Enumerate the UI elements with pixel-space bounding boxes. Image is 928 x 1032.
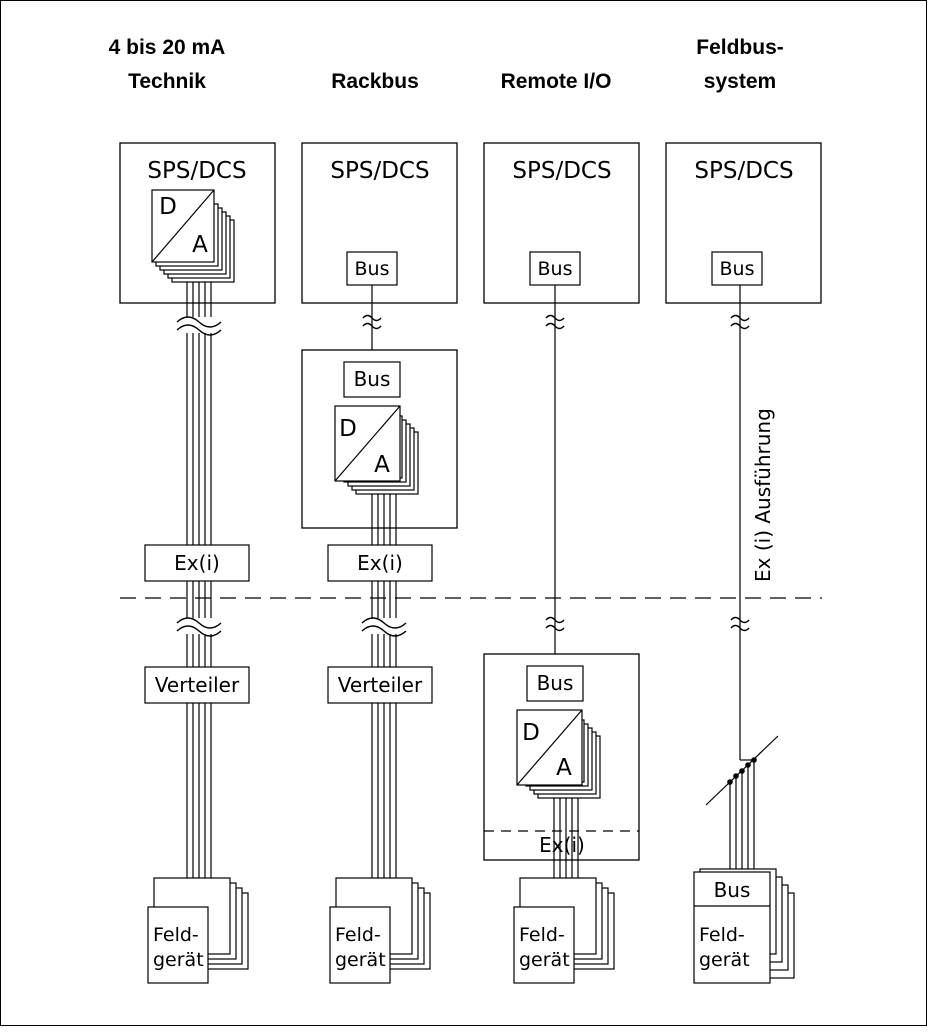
column-analog: SPS/DCS D A Ex(i) Verteiler — [119, 142, 276, 984]
converter-d-analog: D — [159, 194, 177, 220]
controller-bus-box-fieldbus — [711, 251, 763, 286]
barrier-box-analog — [144, 544, 250, 582]
converter-d-rackbus: D — [339, 416, 357, 442]
converter-stack-analog — [151, 189, 235, 283]
barrier-label-remote-io: Ex(i) — [539, 833, 585, 857]
rack-bus-box — [343, 361, 401, 398]
controller-bus-label-remote-io: Bus — [538, 258, 573, 280]
header-fieldbus-line2: system — [704, 70, 776, 93]
device-label-rackbus-line2: gerät — [335, 949, 386, 971]
device-label-analog-line2: gerät — [153, 949, 204, 971]
rack-bus-label: Bus — [354, 367, 391, 391]
device-label-fieldbus-line2: gerät — [699, 949, 750, 971]
device-bus-label-fieldbus: Bus — [714, 878, 751, 902]
converter-d-remote-io: D — [522, 720, 540, 746]
controller-bus-box-remote-io — [529, 251, 581, 286]
field-device-stack-rackbus — [329, 877, 431, 984]
distributor-label-analog: Verteiler — [155, 673, 240, 697]
header-rackbus: Rackbus — [331, 70, 419, 93]
header-fieldbus-line1: Feldbus- — [696, 36, 784, 59]
header-analog-line1: 4 bis 20 mA — [109, 36, 226, 59]
device-label-remote-io-line1: Feld- — [519, 924, 565, 946]
column-fieldbus: SPS/DCS Bus Ex (i) Ausführung — [665, 142, 822, 984]
converter-a-remote-io: A — [556, 755, 572, 781]
distributor-box-rackbus — [327, 666, 433, 704]
device-label-rackbus-line1: Feld- — [335, 924, 381, 946]
field-device-stack-remote-io — [513, 877, 615, 984]
converter-stack-rackbus — [334, 405, 419, 495]
converter-stack-remote-io — [516, 709, 601, 799]
column-rackbus: SPS/DCS Bus Bus D A Ex(i) V — [301, 142, 458, 984]
barrier-box-rackbus — [327, 544, 433, 582]
controller-label-remote-io: SPS/DCS — [512, 158, 611, 184]
remote-bus-label: Bus — [537, 671, 574, 695]
controller-bus-label-fieldbus: Bus — [720, 258, 755, 280]
distributor-box-analog — [144, 666, 250, 704]
controller-label-analog: SPS/DCS — [147, 158, 246, 184]
controller-label-rackbus: SPS/DCS — [330, 158, 429, 184]
controller-bus-label-rackbus: Bus — [355, 258, 390, 280]
converter-a-analog: A — [192, 232, 208, 258]
barrier-label-rackbus: Ex(i) — [357, 551, 403, 575]
field-device-stack-analog — [147, 877, 249, 984]
tap-points-fieldbus — [727, 757, 757, 785]
converter-a-rackbus: A — [374, 452, 390, 478]
barrier-label-analog: Ex(i) — [174, 551, 220, 575]
column-remote-io: SPS/DCS Bus Bus D A Ex(i) — [483, 142, 640, 984]
signal-lines-remote-io — [553, 780, 579, 900]
device-label-fieldbus-line1: Feld- — [699, 924, 745, 946]
fieldbus-vertical-label: Ex (i) Ausführung — [751, 408, 775, 582]
header-analog-line2: Technik — [128, 70, 206, 93]
controller-label-fieldbus: SPS/DCS — [694, 158, 793, 184]
header-remote-io: Remote I/O — [501, 70, 612, 93]
distributor-label-rackbus: Verteiler — [338, 673, 423, 697]
remote-bus-box — [526, 665, 584, 702]
device-label-remote-io-line2: gerät — [519, 949, 570, 971]
field-device-stack-fieldbus — [693, 868, 795, 984]
device-label-analog-line1: Feld- — [153, 924, 199, 946]
